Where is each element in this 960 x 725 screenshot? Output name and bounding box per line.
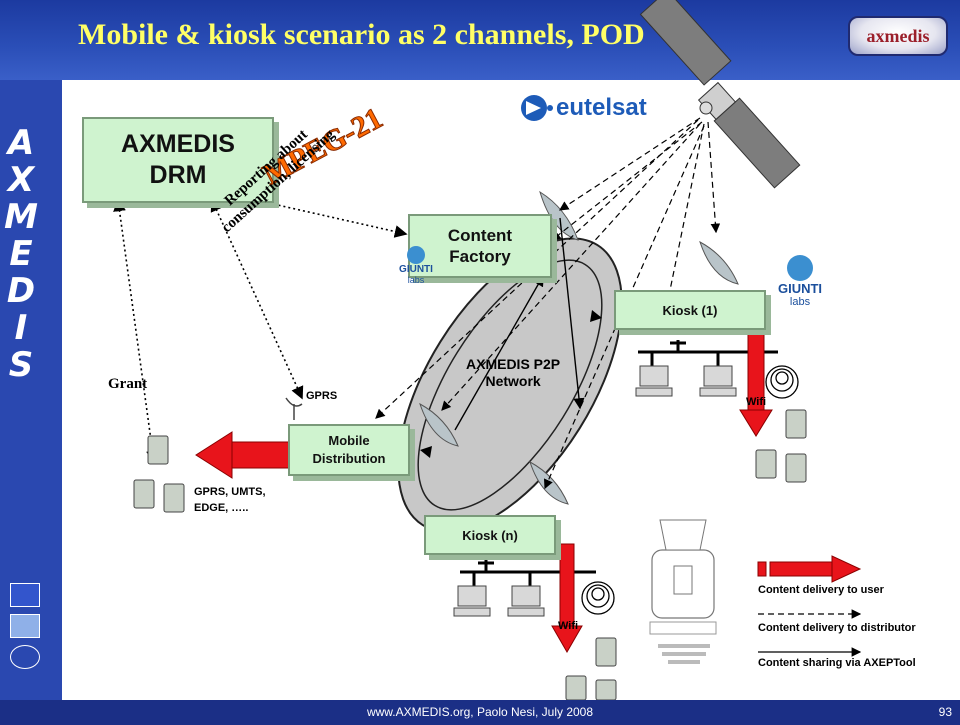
legend-distributor-delivery: Content delivery to distributor	[758, 622, 916, 634]
sidebar-vertical-word: A X M E D I S	[0, 125, 42, 384]
header-bar: Mobile & kiosk scenario as 2 channels, P…	[0, 0, 960, 80]
drm-box-line2: DRM	[149, 161, 207, 189]
sidebar-letter: S	[8, 345, 34, 385]
wifi-label: Wifi	[746, 396, 767, 408]
giunti-icon	[407, 246, 425, 264]
mobile-channels-line1: GPRS, UMTS,	[194, 486, 266, 498]
pda-device-icon	[133, 409, 807, 701]
sidebar-letter: E	[9, 234, 33, 274]
p2p-network-line1: AXMEDIS P2P	[466, 356, 561, 372]
content-factory-line2: Factory	[449, 247, 511, 266]
axmedis-logo: axmedis	[848, 16, 948, 56]
giunti-name: GIUNTI	[777, 281, 823, 296]
giunti-sub: labs	[789, 296, 811, 308]
sidebar-letter: D	[6, 271, 36, 311]
reporting-lines	[113, 188, 408, 464]
sidebar-letter: A	[7, 123, 35, 163]
eu-flag-icon	[10, 583, 40, 607]
legend-red-arrow	[757, 555, 862, 583]
giunti-logo: GIUNTI labs	[770, 255, 830, 308]
mobile-distribution-line2: Distribution	[312, 451, 386, 466]
legend-sharing: Content sharing via AXEPTool	[758, 657, 916, 669]
sidebar: A X M E D I S	[0, 80, 62, 700]
p2p-network-line2: Network	[485, 373, 541, 389]
wifi-label: Wifi	[558, 620, 579, 632]
mobile-distribution-line1: Mobile	[328, 433, 370, 448]
sharing-lines	[454, 217, 585, 431]
satellite-icon	[639, 0, 801, 189]
giunti-logo: GIUNTI labs	[394, 246, 438, 285]
page-number: 93	[938, 705, 952, 719]
p2p-network-ring	[397, 237, 623, 533]
footer-text: www.AXMEDIS.org, Paolo Nesi, July 2008	[366, 705, 594, 719]
kiosk-1-box: Kiosk (1)	[614, 290, 766, 330]
footer-bar: www.AXMEDIS.org, Paolo Nesi, July 2008 9…	[0, 700, 960, 725]
kiosk-n-box: Kiosk (n)	[424, 515, 556, 555]
sidebar-letter: M	[4, 197, 38, 237]
wifi-signal-icon	[581, 365, 799, 615]
accademia-crest-icon	[649, 519, 717, 664]
program-logo-icon	[10, 645, 40, 669]
content-factory-line1: Content	[447, 226, 513, 245]
distributor-delivery-lines	[375, 117, 721, 490]
mobile-channels-line2: EDGE, …..	[194, 502, 249, 514]
drm-box-line1: AXMEDIS	[121, 130, 235, 158]
computer-icon	[453, 365, 737, 617]
gprs-antenna-icon	[285, 397, 303, 420]
sidebar-letter: I	[14, 308, 28, 348]
gprs-label: GPRS	[306, 390, 338, 402]
grant-label: Grant	[108, 376, 148, 392]
partner-logo-icon	[10, 614, 40, 638]
mobile-channels-label: GPRS, UMTS, EDGE, …..	[194, 484, 266, 516]
axmedis-drm-box: AXMEDIS DRM	[82, 117, 274, 203]
sidebar-letter: X	[7, 160, 35, 200]
eutelsat-logo-icon	[521, 95, 553, 121]
p2p-network-label: AXMEDIS P2P Network	[466, 356, 560, 390]
legend-user-delivery: Content delivery to user	[758, 584, 884, 596]
eutelsat-label: eutelsat	[556, 94, 647, 121]
content-factory-box: Content Factory	[408, 214, 552, 278]
mobile-distribution-box: Mobile Distribution	[288, 424, 410, 476]
slide-title: Mobile & kiosk scenario as 2 channels, P…	[78, 18, 645, 51]
giunti-sub: labs	[407, 275, 425, 285]
giunti-icon	[787, 255, 813, 281]
giunti-name: GIUNTI	[399, 264, 433, 275]
